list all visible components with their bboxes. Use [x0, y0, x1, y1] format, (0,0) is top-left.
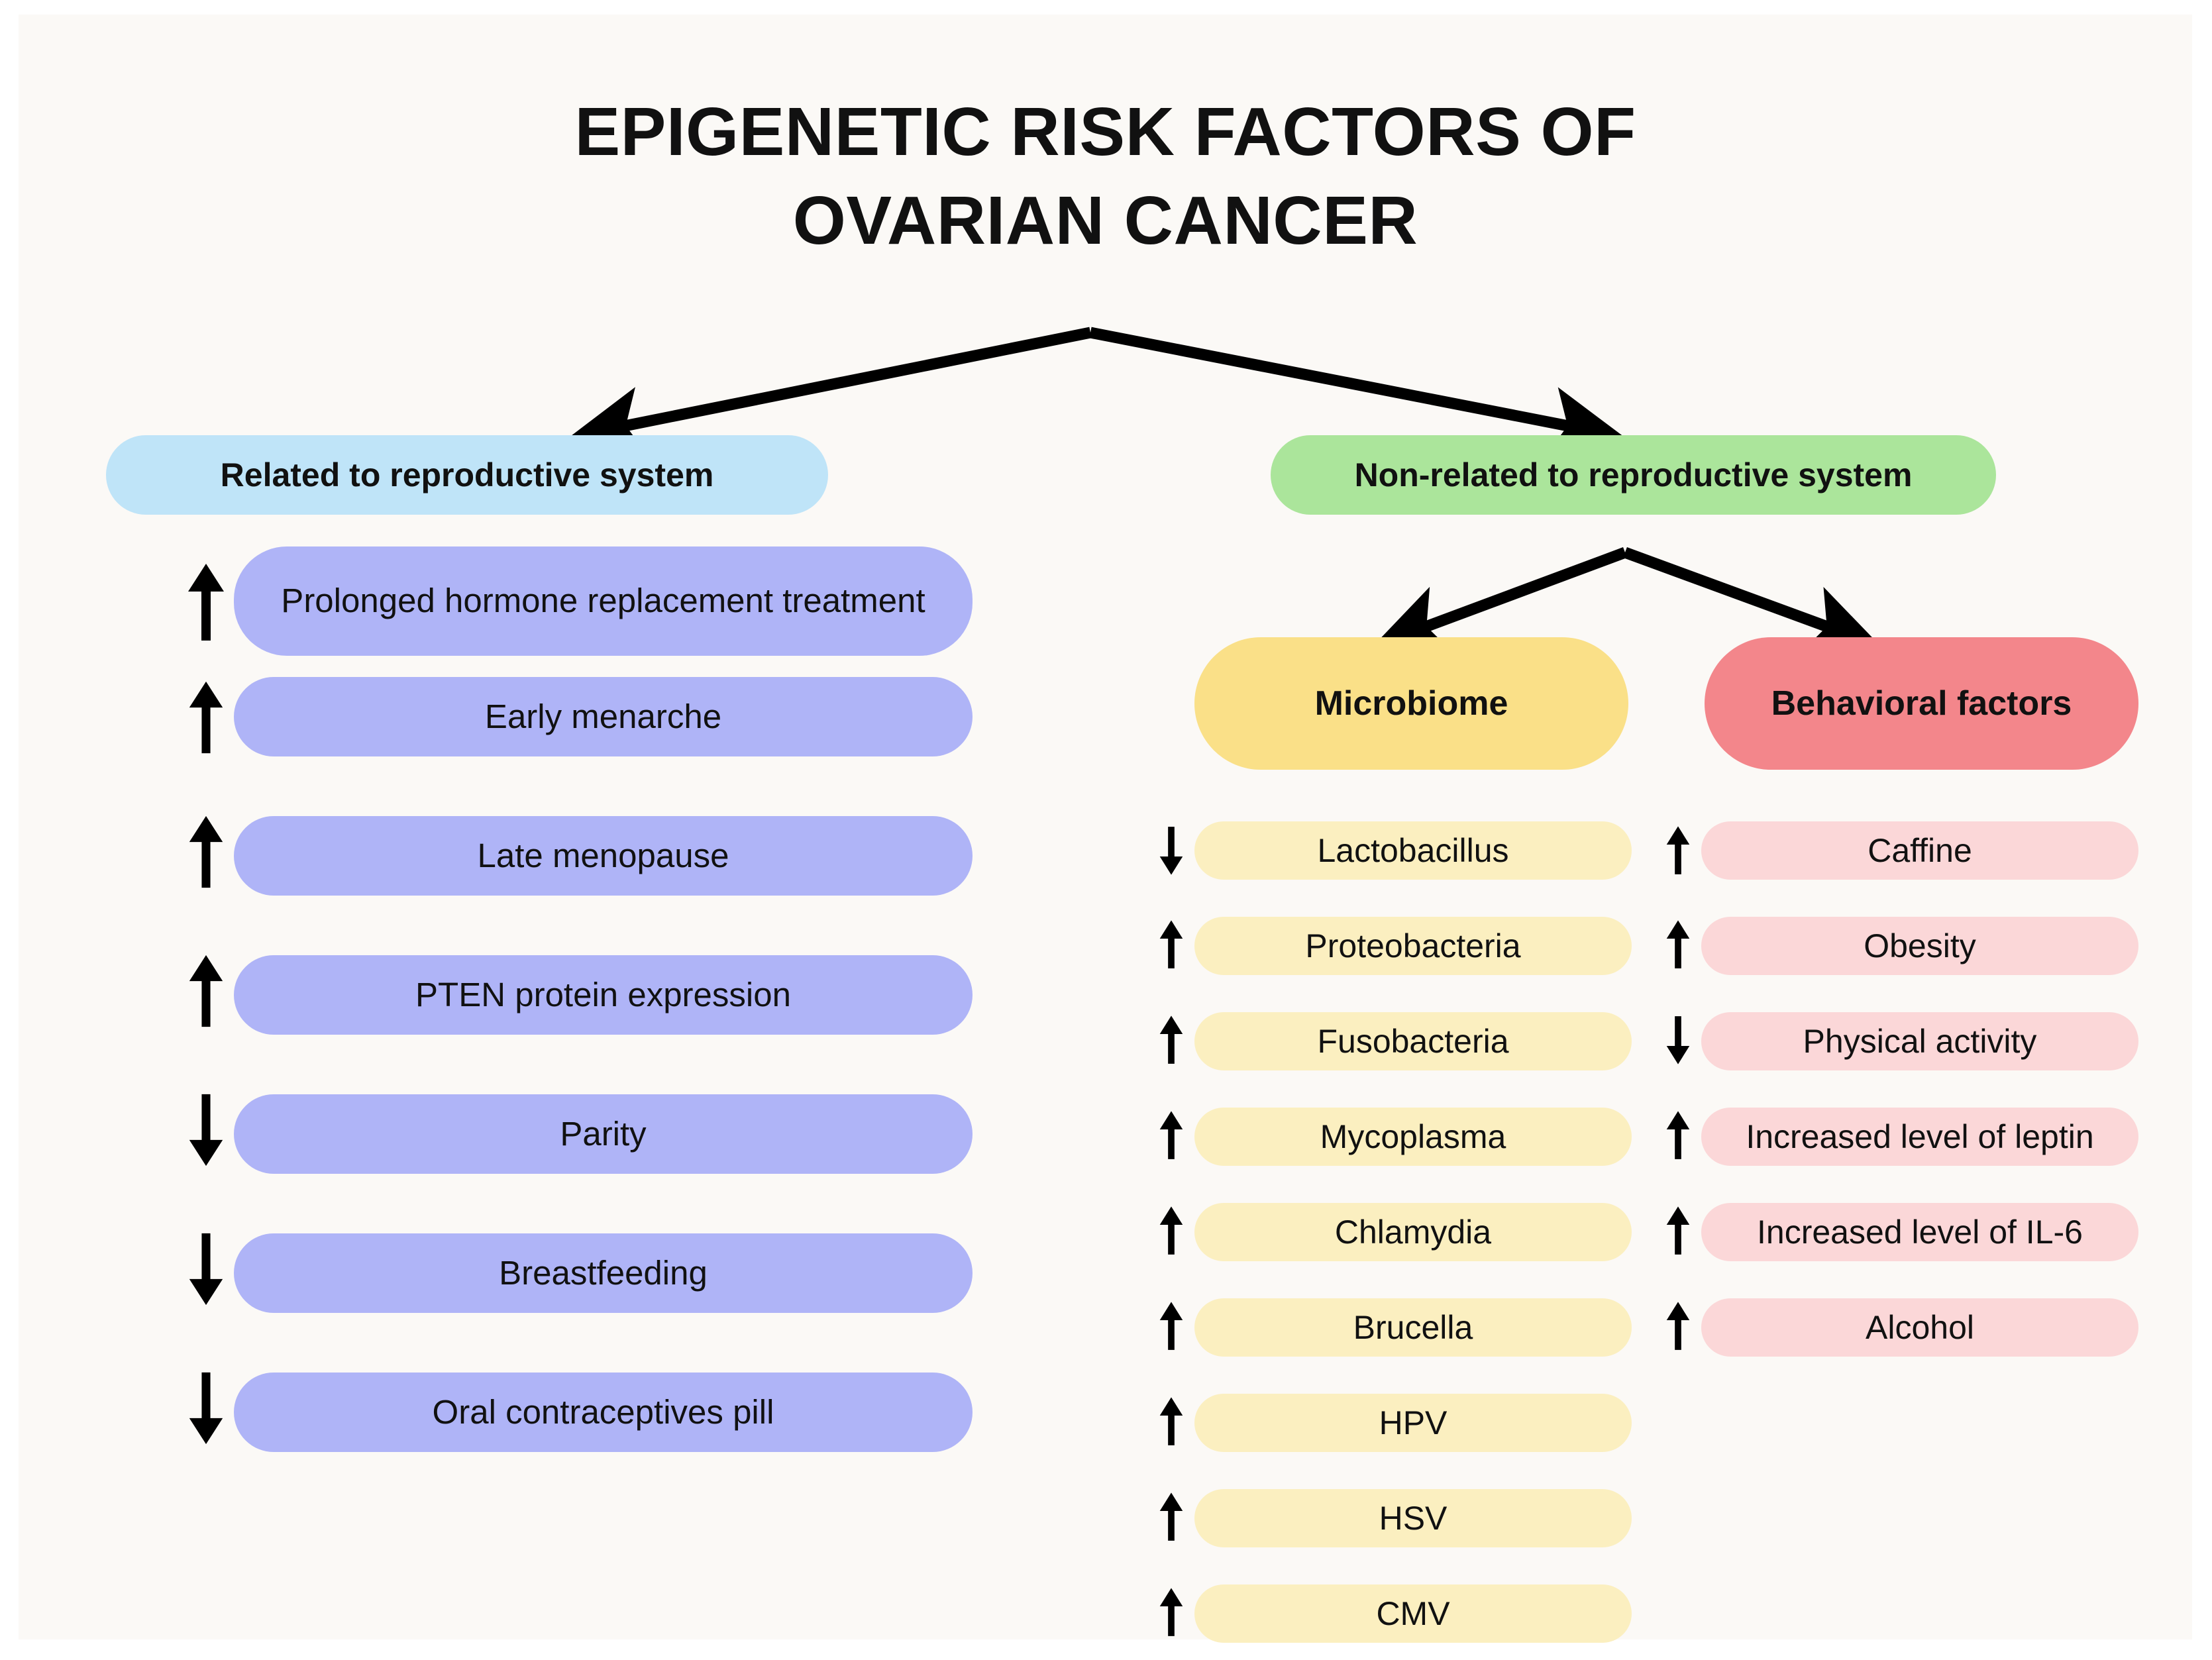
list-item[interactable]: Caffine [1701, 821, 2138, 880]
arrow-up-icon [1153, 1015, 1190, 1065]
reproductive-item-label-0: Prolonged hormone replacement treatment [281, 582, 925, 620]
arrow-up-icon [1659, 1301, 1697, 1351]
list-item[interactable]: Lactobacillus [1194, 821, 1632, 880]
arrow-up-icon [1153, 1396, 1190, 1447]
figure-canvas: EPIGENETIC RISK FACTORS OF OVARIAN CANCE… [19, 15, 2192, 1643]
arrow-up-icon [1153, 1587, 1190, 1637]
connector-root-to-reproductive [569, 327, 1092, 458]
list-item[interactable]: Brucella [1194, 1298, 1632, 1357]
figure-title: EPIGENETIC RISK FACTORS OF OVARIAN CANCE… [19, 87, 2192, 265]
list-item[interactable]: Chlamydia [1194, 1203, 1632, 1261]
arrow-up-icon [185, 680, 227, 754]
header-microbiome[interactable]: Microbiome [1194, 637, 1628, 770]
header-microbiome-label: Microbiome [1314, 684, 1508, 723]
behavioral-item-label-5: Alcohol [1866, 1309, 1974, 1346]
list-item[interactable]: Parity [234, 1094, 973, 1174]
list-item[interactable]: Prolonged hormone replacement treatment [234, 546, 973, 656]
arrow-up-icon [185, 815, 227, 889]
reproductive-item-label-3: PTEN protein expression [415, 975, 791, 1013]
arrow-up-icon [185, 562, 227, 642]
list-item[interactable]: Physical activity [1701, 1012, 2138, 1070]
arrow-up-icon [1659, 825, 1697, 876]
arrow-down-icon [185, 1371, 227, 1445]
list-item[interactable]: Late menopause [234, 816, 973, 896]
header-reproductive-label: Related to reproductive system [220, 456, 714, 493]
figure-title-line-2: OVARIAN CANCER [792, 182, 1418, 258]
header-reproductive[interactable]: Related to reproductive system [106, 435, 828, 515]
list-item[interactable]: CMV [1194, 1584, 1632, 1643]
microbiome-item-label-1: Proteobacteria [1305, 927, 1521, 964]
list-item[interactable]: HPV [1194, 1394, 1632, 1452]
behavioral-item-label-0: Caffine [1868, 832, 1972, 869]
reproductive-item-label-2: Late menopause [477, 836, 729, 874]
list-item[interactable]: HSV [1194, 1489, 1632, 1547]
arrow-up-icon [1153, 1110, 1190, 1161]
arrow-down-icon [1659, 1015, 1697, 1065]
arrow-up-icon [1659, 919, 1697, 970]
list-item[interactable]: Mycoplasma [1194, 1108, 1632, 1166]
arrow-up-icon [1153, 1206, 1190, 1256]
microbiome-item-label-2: Fusobacteria [1317, 1023, 1509, 1060]
microbiome-item-label-6: HPV [1379, 1404, 1448, 1441]
behavioral-item-label-3: Increased level of leptin [1746, 1118, 2094, 1155]
behavioral-item-label-4: Increased level of IL-6 [1757, 1214, 2083, 1251]
header-nonreproductive-label: Non-related to reproductive system [1354, 456, 1913, 493]
behavioral-item-label-2: Physical activity [1803, 1023, 2037, 1060]
arrow-down-icon [1153, 825, 1190, 876]
list-item[interactable]: Proteobacteria [1194, 917, 1632, 975]
list-item[interactable]: Increased level of IL-6 [1701, 1203, 2138, 1261]
microbiome-item-label-7: HSV [1379, 1500, 1448, 1537]
connector-nonreproductive-to-microbiome [1373, 547, 1627, 654]
arrow-up-icon [185, 954, 227, 1028]
list-item[interactable]: Obesity [1701, 917, 2138, 975]
reproductive-item-label-1: Early menarche [484, 697, 722, 735]
reproductive-item-label-6: Oral contraceptives pill [432, 1392, 774, 1431]
connector-root-to-nonreproductive [1089, 327, 1624, 458]
microbiome-item-label-5: Brucella [1353, 1309, 1473, 1346]
list-item[interactable]: Increased level of leptin [1701, 1108, 2138, 1166]
arrow-up-icon [1153, 1301, 1190, 1351]
arrow-up-icon [1659, 1206, 1697, 1256]
list-item[interactable]: Breastfeeding [234, 1233, 973, 1313]
microbiome-item-label-0: Lactobacillus [1317, 832, 1509, 869]
arrow-up-icon [1153, 1492, 1190, 1542]
figure-title-line-1: EPIGENETIC RISK FACTORS OF [574, 93, 1636, 170]
reproductive-item-label-5: Breastfeeding [499, 1253, 708, 1292]
microbiome-item-label-8: CMV [1376, 1595, 1450, 1632]
list-item[interactable]: PTEN protein expression [234, 955, 973, 1035]
microbiome-item-label-3: Mycoplasma [1320, 1118, 1506, 1155]
list-item[interactable]: Alcohol [1701, 1298, 2138, 1357]
microbiome-item-label-4: Chlamydia [1334, 1214, 1492, 1251]
list-item[interactable]: Early menarche [234, 677, 973, 756]
reproductive-item-label-4: Parity [560, 1114, 647, 1153]
behavioral-item-label-1: Obesity [1864, 927, 1976, 964]
arrow-up-icon [1659, 1110, 1697, 1161]
header-behavioral-factors[interactable]: Behavioral factors [1705, 637, 2138, 770]
list-item[interactable]: Fusobacteria [1194, 1012, 1632, 1070]
list-item[interactable]: Oral contraceptives pill [234, 1373, 973, 1452]
connector-nonreproductive-to-behavioral [1623, 547, 1881, 655]
header-nonreproductive[interactable]: Non-related to reproductive system [1271, 435, 1996, 515]
arrow-down-icon [185, 1232, 227, 1306]
header-behavioral-factors-label: Behavioral factors [1771, 684, 2072, 723]
arrow-down-icon [185, 1093, 227, 1167]
arrow-up-icon [1153, 919, 1190, 970]
